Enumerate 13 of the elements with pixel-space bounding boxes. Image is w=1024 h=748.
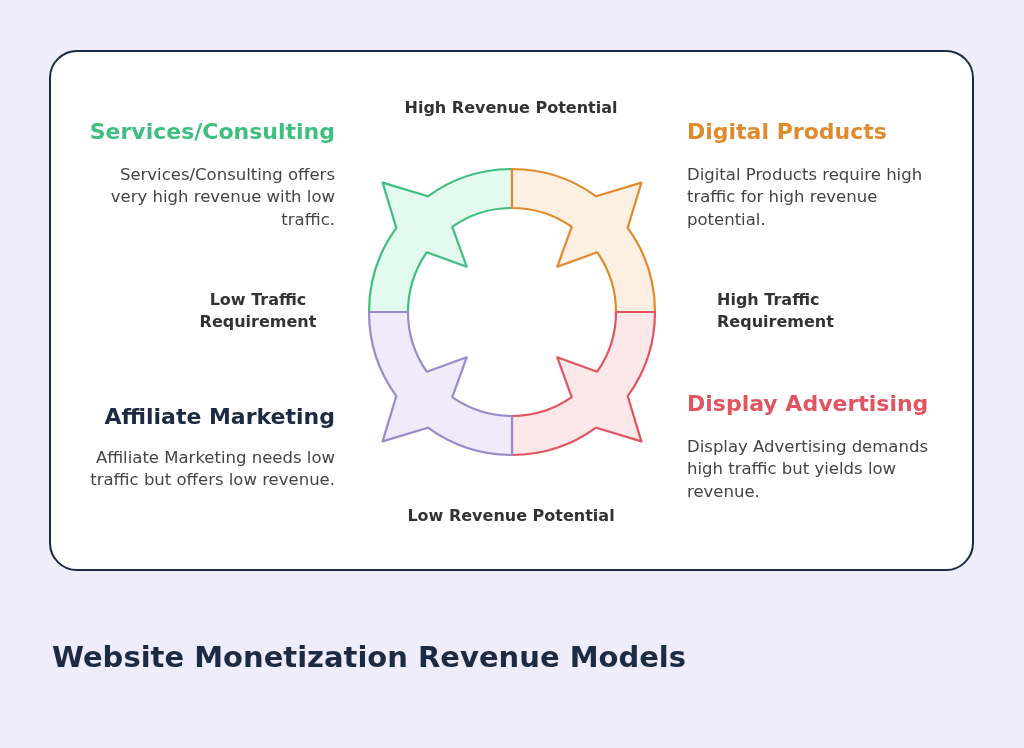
axis-label: High Traffic Requirement [717,289,835,333]
model-heading: Services/Consulting [89,118,335,146]
model-heading: Display Advertising [687,390,929,418]
model-description: Digital Products require high traffic for high revenue potential. [687,164,924,231]
axis-label: Low Revenue Potential [406,505,616,527]
model-heading: Affiliate Marketing [104,403,335,431]
axis-label: High Revenue Potential [403,97,619,119]
model-description: Display Advertising demands high traffic but yields low revenue. [687,436,929,503]
model-heading: Digital Products [687,118,887,146]
axis-label: Low Traffic Requirement [198,289,318,333]
model-description: Services/Consulting offers very high revenue with low traffic. [109,164,335,231]
diagram-title: Website Monetization Revenue Models [52,640,687,674]
model-description: Affiliate Marketing needs low traffic but offers low revenue. [89,447,335,492]
